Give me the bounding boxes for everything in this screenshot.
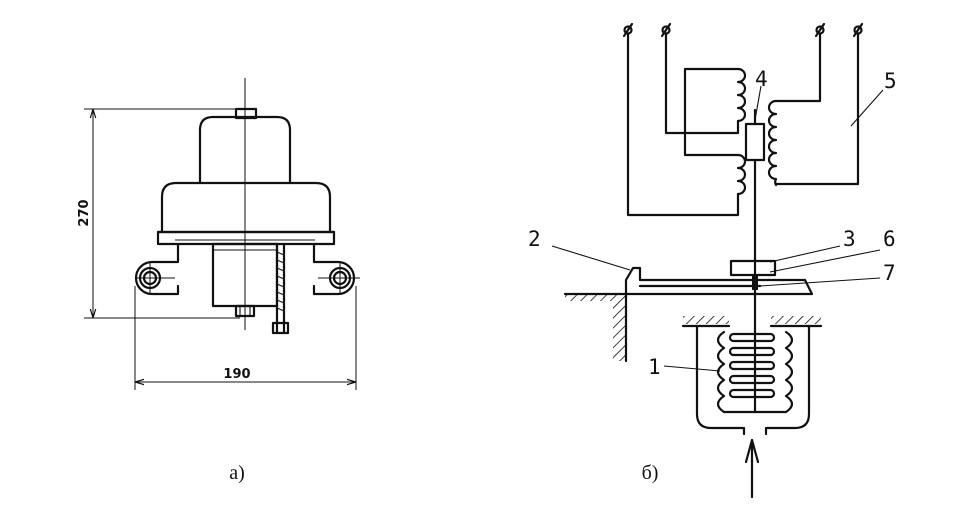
label-2: 2 xyxy=(528,227,541,251)
caption-a: а) xyxy=(229,462,245,484)
label-1: 1 xyxy=(648,355,661,379)
label-3: 3 xyxy=(843,227,856,251)
relay-schematic xyxy=(551,22,884,499)
height-dimension-label: 270 xyxy=(77,199,92,226)
terminal-icon xyxy=(622,22,864,38)
label-5: 5 xyxy=(884,69,897,93)
width-dimension-label: 190 xyxy=(223,367,250,382)
caption-b: б) xyxy=(642,462,659,484)
label-7: 7 xyxy=(883,261,896,285)
label-6: 6 xyxy=(883,227,896,251)
label-4: 4 xyxy=(755,67,768,91)
relay-outline-drawing: 270 190 xyxy=(77,78,360,390)
